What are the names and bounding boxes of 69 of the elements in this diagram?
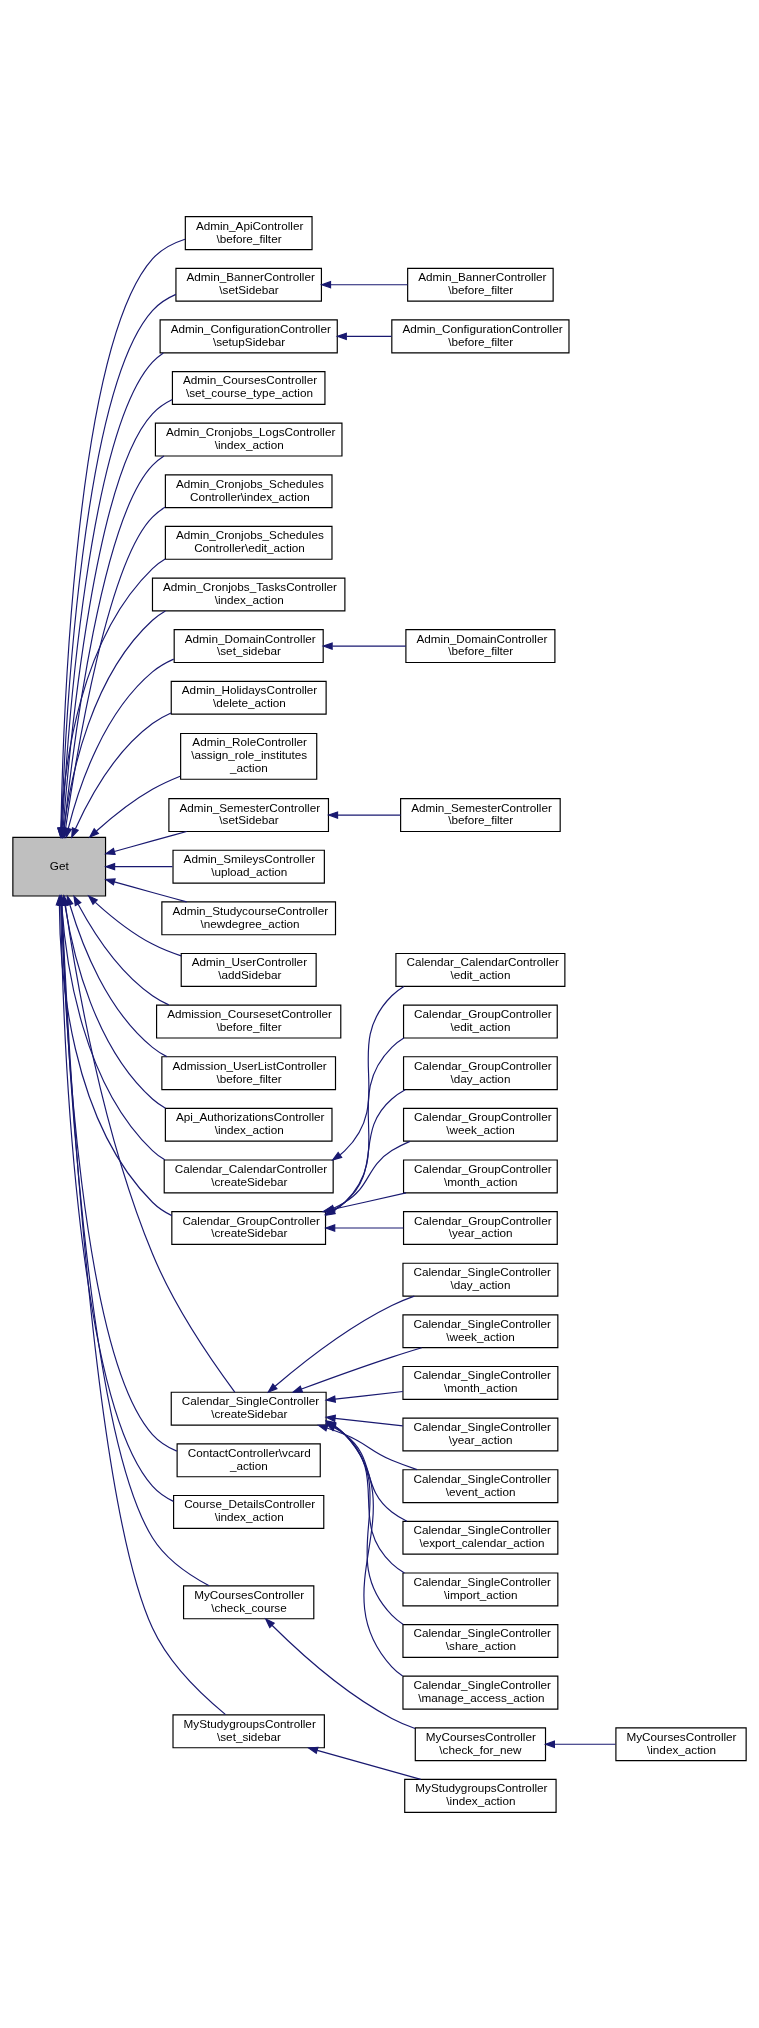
node-box: MyCoursesController \index_action: [615, 1726, 747, 1761]
node-box: Calendar_SingleController \week_action: [402, 1313, 559, 1348]
node-box: MyCoursesController \check_for_new: [414, 1726, 547, 1761]
node-box: Admin_SmileysController \upload_action: [172, 849, 325, 884]
arrow: [543, 1739, 617, 1748]
node-box: Admin_StudycourseController \newdegree_action: [161, 900, 337, 935]
node-box: Calendar_CalendarController \createSidebar: [163, 1158, 334, 1193]
node-box: MyStudygroupsController \index_action: [404, 1778, 557, 1813]
node-box: Calendar_GroupController \year_action: [402, 1210, 558, 1245]
arrow: [291, 1346, 423, 1393]
arrow: [327, 810, 402, 819]
arrow: [324, 1413, 404, 1426]
arrow: [104, 830, 188, 855]
node-box: Calendar_SingleController \month_action: [402, 1365, 559, 1400]
node-box: Admin_Cronjobs_Schedules Controller\edit_action: [164, 525, 333, 560]
node-box: Admin_SemesterController \setSidebar: [168, 797, 330, 832]
arrow: [331, 985, 405, 1161]
node-box: Admission_CoursesetController \before_filter: [156, 1004, 342, 1039]
node-box: Calendar_GroupController \createSidebar: [171, 1210, 327, 1245]
arrow: [87, 894, 182, 956]
node-box: Calendar_SingleController \day_action: [402, 1262, 559, 1297]
node-box: Calendar_SingleController \createSidebar: [170, 1391, 327, 1426]
node-box: Admin_RoleController \assign_role_institutes _action: [180, 732, 318, 780]
arrow: [335, 331, 393, 340]
node-box: Calendar_GroupController \edit_action: [402, 1004, 558, 1039]
node-box: Calendar_SingleController \manage_access_action: [402, 1675, 559, 1710]
arrow: [104, 877, 188, 902]
node-box: Admin_Cronjobs_Schedules Controller\index_action: [164, 473, 333, 508]
arrow: [73, 894, 170, 1005]
node-box: Admission_UserListController \before_filter: [161, 1055, 337, 1090]
node-box: Calendar_GroupController \week_action: [402, 1107, 558, 1142]
node-box: Admin_DomainController \before_filter: [405, 628, 556, 663]
arrow: [306, 1746, 422, 1780]
node-box: Get: [12, 836, 107, 897]
node-box: Admin_SemesterController \before_filter: [400, 797, 561, 832]
node-box: Calendar_GroupController \day_action: [402, 1055, 558, 1090]
node-box: Admin_ConfigurationController \setupSidebar: [159, 318, 338, 353]
arrow: [88, 775, 181, 838]
node-box: Calendar_GroupController \month_action: [402, 1158, 558, 1193]
node-box: Admin_Cronjobs_TasksController \index_action: [151, 576, 346, 611]
arrow: [264, 1617, 416, 1729]
node-box: Api_AuthorizationsController \index_action: [164, 1107, 333, 1142]
arrow: [104, 862, 174, 871]
node-box: Admin_Cronjobs_LogsController \index_action: [154, 422, 343, 457]
node-box: Admin_DomainController \set_sidebar: [173, 628, 324, 663]
node-box: Admin_BannerController \setSidebar: [175, 267, 322, 302]
node-box: Calendar_SingleController \event_action: [402, 1468, 559, 1503]
node-box: Admin_BannerController \before_filter: [407, 267, 554, 302]
node-box: Admin_ApiController \before_filter: [184, 215, 313, 250]
node-box: ContactController\vcard _action: [176, 1442, 321, 1477]
arrow: [64, 658, 175, 839]
node-box: Admin_UserController \addSidebar: [180, 952, 317, 987]
arrow: [321, 641, 407, 650]
arrow: [324, 1223, 405, 1232]
node-box: Admin_HolidaysController \delete_action: [170, 680, 327, 715]
node-box: Calendar_SingleController \import_action: [402, 1571, 559, 1606]
arrow: [319, 280, 409, 289]
arrow: [324, 1390, 404, 1403]
node-box: Calendar_SingleController \export_calendar_action: [402, 1520, 559, 1555]
node-box: Admin_CoursesController \set_course_type_action: [171, 370, 326, 405]
node-box: MyCoursesController \check_course: [183, 1584, 315, 1619]
node-box: Calendar_CalendarController \edit_action: [395, 952, 566, 987]
node-box: Course_DetailsController \index_action: [173, 1494, 325, 1529]
node-box: Calendar_SingleController \year_action: [402, 1417, 559, 1452]
arrow: [266, 1295, 415, 1393]
node-box: Admin_ConfigurationController \before_filter: [391, 318, 570, 353]
node-box: MyStudygroupsController \set_sidebar: [172, 1713, 325, 1748]
node-box: Calendar_SingleController \share_action: [402, 1623, 559, 1658]
arrow: [71, 711, 172, 839]
